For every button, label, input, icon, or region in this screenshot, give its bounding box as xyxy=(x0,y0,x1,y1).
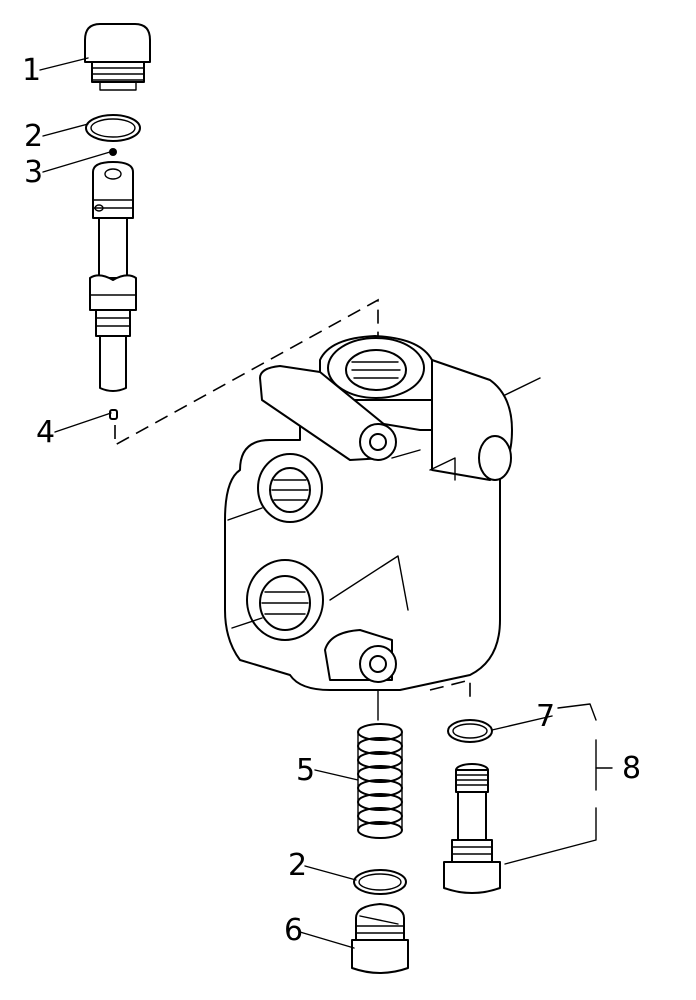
part-8-insert xyxy=(443,763,501,894)
callout-5: 5 xyxy=(296,753,315,788)
valve-spool xyxy=(89,161,137,392)
callout-2-top: 2 xyxy=(24,119,43,154)
part-3-ball xyxy=(109,148,117,156)
callout-6: 6 xyxy=(284,913,303,948)
callout-1: 1 xyxy=(22,53,41,88)
callout-7: 7 xyxy=(536,699,555,734)
bracket-7-8 xyxy=(504,703,597,865)
part-2-oring-bottom xyxy=(353,869,407,895)
callout-4: 4 xyxy=(36,415,55,450)
part-5-spring xyxy=(357,723,403,839)
part-7-oring xyxy=(447,719,493,743)
callout-8: 8 xyxy=(622,751,641,786)
callout-3: 3 xyxy=(24,155,43,190)
part-4-ball xyxy=(109,409,118,420)
callout-2-bottom: 2 xyxy=(288,848,307,883)
part-1-cap xyxy=(84,23,151,91)
part-6-plug xyxy=(351,903,409,974)
leader-lines xyxy=(39,57,553,949)
part-2-oring-top xyxy=(85,114,141,142)
valve-body xyxy=(224,335,513,691)
